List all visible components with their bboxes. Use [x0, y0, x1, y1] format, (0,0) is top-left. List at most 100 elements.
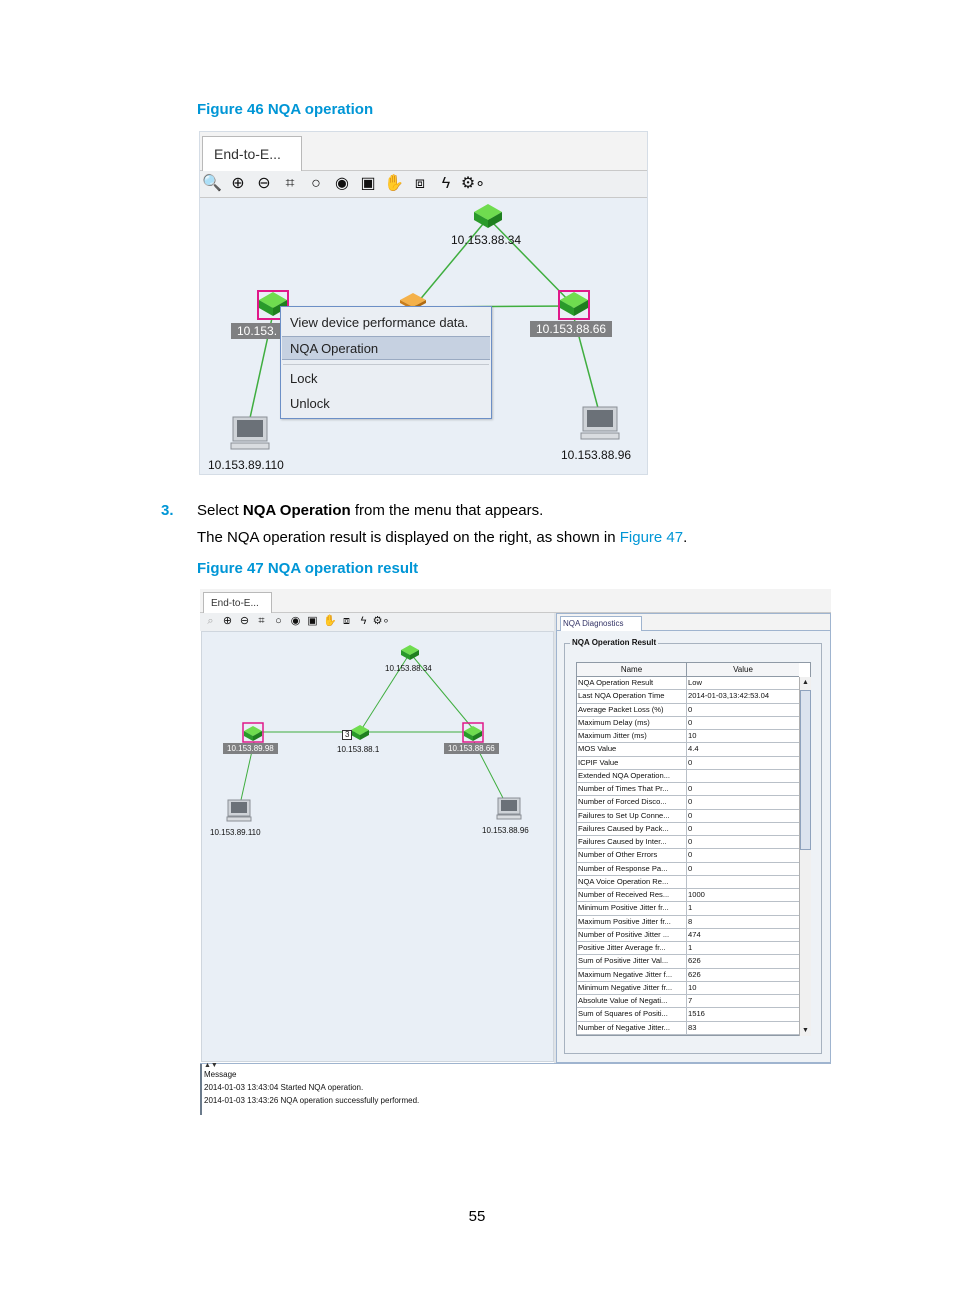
pc-left-icon [226, 799, 252, 822]
menu-item-unlock[interactable]: Unlock [290, 396, 330, 411]
context-menu: View device performance data. NQA Operat… [280, 306, 492, 419]
eye-icon[interactable]: ◉ [290, 615, 301, 627]
message-header: Message [204, 1070, 237, 1079]
menu-item-lock[interactable]: Lock [290, 371, 318, 386]
cell-name: Number of Other Errors [577, 849, 687, 862]
fit-screen-icon[interactable]: ⧈ [343, 615, 350, 627]
zoom-icon[interactable]: ○ [311, 175, 321, 192]
table-row[interactable]: Number of Times That Pr...0 [577, 783, 799, 797]
table-row[interactable]: Number of Response Pa...0 [577, 862, 799, 876]
cell-name: Number of Positive Jitter ... [577, 928, 687, 941]
table-row[interactable]: Maximum Jitter (ms)10 [577, 730, 799, 744]
scroll-up-icon[interactable]: ▲ [802, 679, 809, 686]
cell-name: Maximum Delay (ms) [577, 716, 687, 729]
menu-item-view-performance[interactable]: View device performance data. [290, 315, 469, 330]
table-row[interactable]: Positive Jitter Average fr...1 [577, 942, 799, 956]
table-row[interactable]: Maximum Negative Jitter f...626 [577, 968, 799, 982]
table-row[interactable]: Maximum Delay (ms)0 [577, 716, 799, 730]
select-area-icon[interactable]: ▣ [307, 615, 318, 627]
lightning-icon[interactable]: ϟ [441, 175, 451, 192]
zoom-reset-icon[interactable]: ⌕ [207, 615, 214, 627]
link-top-right [409, 652, 475, 731]
cell-name: Number of Negative Jitter... [577, 1021, 687, 1034]
column-header-value[interactable]: Value [733, 665, 753, 674]
settings-icon[interactable]: ⚙∘ [372, 615, 390, 627]
zoom-icon[interactable]: ○ [275, 615, 282, 627]
zoom-in-icon[interactable]: ⊕ [222, 615, 233, 627]
menu-item-nqa-operation[interactable]: NQA Operation [282, 336, 490, 360]
cell-name: Maximum Jitter (ms) [577, 730, 687, 743]
table-row[interactable]: Number of Negative Jitter...83 [577, 1021, 799, 1035]
table-row[interactable]: Failures Caused by Pack...0 [577, 822, 799, 836]
zoom-fit-icon[interactable]: ⌗ [258, 615, 265, 627]
table-row[interactable]: Number of Forced Disco...0 [577, 796, 799, 810]
zoom-reset-icon[interactable]: 🔍 [202, 175, 222, 192]
lightning-icon[interactable]: ϟ [360, 615, 367, 627]
scroll-down-icon[interactable]: ▼ [802, 1027, 809, 1034]
select-area-icon[interactable]: ▣ [360, 175, 376, 192]
settings-icon[interactable]: ⚙∘ [460, 175, 486, 192]
table-row[interactable]: Maximum Positive Jitter fr...8 [577, 915, 799, 929]
node-label-pc-right: 10.153.88.96 [561, 448, 632, 462]
hand-icon[interactable]: ✋ [323, 615, 337, 627]
topology-toolbar: 🔍 ⊕ ⊖ ⌗ ○ ◉ ▣ ✋ ⧈ ϟ ⚙∘ [200, 171, 647, 198]
switch-top-icon [474, 204, 502, 228]
table-row[interactable]: Absolute Value of Negati...7 [577, 995, 799, 1009]
cell-name: ICPIF Value [577, 756, 687, 769]
topology-canvas[interactable]: 10.153.88.34 10.153. 10.153.88.66 10.153… [200, 198, 647, 474]
switch-right-icon [560, 292, 588, 316]
table-row[interactable]: Number of Positive Jitter ...474 [577, 928, 799, 942]
cell-value: 7 [688, 996, 693, 1005]
table-row[interactable]: Sum of Squares of Positi...1516 [577, 1008, 799, 1022]
node-label-center: 10.153.88.1 [337, 745, 380, 754]
table-scrollbar[interactable]: ▲ ▼ [799, 677, 811, 1036]
zoom-out-icon[interactable]: ⊖ [239, 615, 250, 627]
message-line: 2014-01-03 13:43:04 Started NQA operatio… [204, 1083, 364, 1092]
nqa-operation-result-group: NQA Operation Result Name Value NQA Oper… [564, 638, 822, 1054]
table-row[interactable]: NQA Voice Operation Re... [577, 875, 799, 889]
collapse-arrows-icon[interactable]: ▲▼ [204, 1062, 218, 1069]
zoom-fit-icon[interactable]: ⌗ [285, 175, 295, 192]
cell-value: 1516 [688, 1009, 705, 1019]
eye-icon[interactable]: ◉ [335, 175, 349, 192]
table-row[interactable]: Failures Caused by Inter...0 [577, 836, 799, 850]
cell-name: Last NQA Operation Time [577, 690, 687, 703]
fit-screen-icon[interactable]: ⧈ [414, 175, 426, 192]
cell-name: Failures to Set Up Conne... [577, 809, 687, 822]
tab-end-to-end[interactable]: End-to-E... [202, 136, 302, 172]
scroll-thumb[interactable] [800, 690, 811, 850]
tab-nqa-diagnostics[interactable]: NQA Diagnostics [560, 616, 642, 631]
cell-value: 8 [688, 916, 693, 926]
cell-value: 0 [688, 810, 693, 820]
cell-value: 474 [688, 929, 701, 939]
zoom-in-icon[interactable]: ⊕ [231, 175, 245, 192]
tab-end-to-end[interactable]: End-to-E... [203, 592, 272, 614]
table-row[interactable]: Sum of Positive Jitter Val...626 [577, 955, 799, 969]
figure-47-caption: Figure 47 NQA operation result [197, 560, 419, 577]
table-row[interactable]: Failures to Set Up Conne...0 [577, 809, 799, 823]
cell-value: 0 [688, 850, 693, 860]
figure-47-link[interactable]: Figure 47 [619, 529, 684, 546]
panel-splitter[interactable] [554, 613, 557, 1063]
node-label-top: 10.153.88.34 [385, 664, 432, 673]
cell-value: 0 [688, 837, 693, 846]
result-text-post: . [683, 529, 688, 546]
hand-icon[interactable]: ✋ [384, 175, 404, 192]
column-header-name[interactable]: Name [577, 663, 687, 677]
tab-bar: End-to-E... [200, 589, 831, 614]
table-row[interactable]: Extended NQA Operation... [577, 769, 799, 783]
table-row[interactable]: Number of Received Res...1000 [577, 889, 799, 903]
cell-name: NQA Operation Result [577, 677, 687, 690]
cell-value: 0 [688, 704, 693, 714]
pc-right-icon [580, 406, 620, 440]
topology-canvas[interactable]: 10.153.88.34 3 10.153.89.98 10.153.88.1 … [201, 631, 554, 1062]
zoom-out-icon[interactable]: ⊖ [257, 175, 271, 192]
table-row[interactable]: Minimum Positive Jitter fr...1 [577, 902, 799, 916]
table-row[interactable]: Minimum Negative Jitter fr...10 [577, 981, 799, 995]
table-row[interactable]: Average Packet Loss (%)0 [577, 703, 799, 717]
